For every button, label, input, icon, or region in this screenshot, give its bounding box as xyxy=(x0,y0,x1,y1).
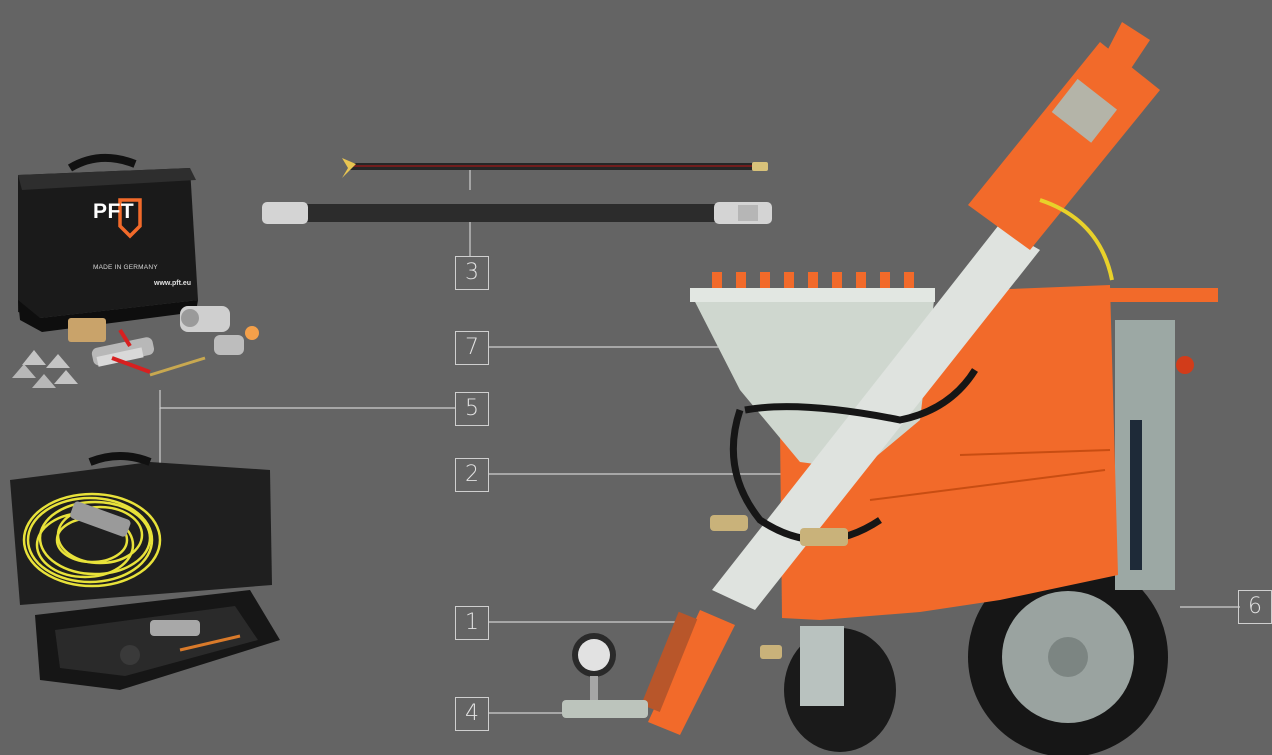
leader-5a xyxy=(160,390,455,408)
motor-arm xyxy=(968,42,1160,250)
callout-3: 3 xyxy=(455,256,489,290)
hose-pair xyxy=(262,158,772,224)
plastering-machine xyxy=(641,22,1218,755)
pressure-gauge xyxy=(562,633,648,718)
control-panel xyxy=(1115,320,1175,590)
callout-2: 2 xyxy=(455,458,489,492)
callout-5: 5 xyxy=(455,392,489,426)
case-url: www.pft.eu xyxy=(154,280,191,287)
hopper-grid xyxy=(712,272,914,288)
callout-4: 4 xyxy=(455,697,489,731)
accessory-case-closed xyxy=(18,158,198,332)
case-logo-text: PFT xyxy=(93,200,134,224)
callout-6: 6 xyxy=(1238,590,1272,624)
accessory-case-open xyxy=(10,456,280,690)
callout-1: 1 xyxy=(455,606,489,640)
callout-7: 7 xyxy=(455,331,489,365)
case-tagline: MADE IN GERMANY xyxy=(93,264,158,271)
